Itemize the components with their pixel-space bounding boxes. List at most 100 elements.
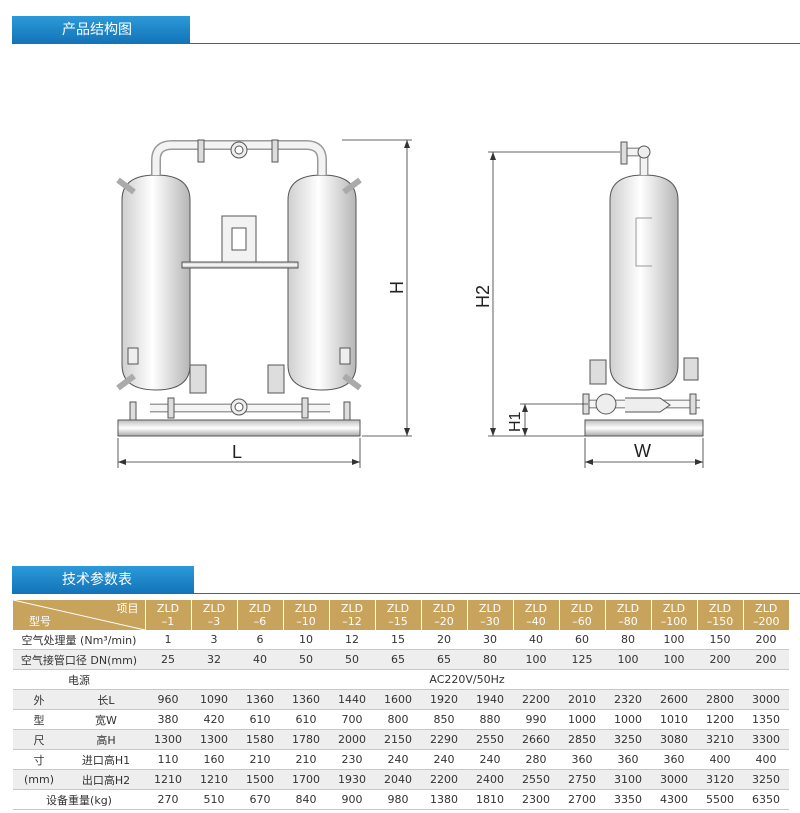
side-view [582,141,704,437]
model-header-cell: ZLD–60 [558,600,605,630]
value-cell: 1500 [237,769,283,790]
value-cell: 5500 [697,789,743,810]
model-header-cell: ZLD–15 [374,600,421,630]
value-cell: 20 [421,630,467,650]
model-number: –1 [161,615,175,628]
value-cell: 3080 [651,729,697,750]
model-series: ZLD [386,602,410,615]
value-cell: 1000 [605,709,651,730]
model-series: ZLD [708,602,732,615]
value-cell: 1810 [467,789,513,810]
value-cell: 3210 [697,729,743,750]
value-cell: 270 [145,789,191,810]
model-header-cell: ZLD–100 [650,600,697,630]
value-cell: 150 [697,630,743,650]
value-cell: 50 [283,649,329,670]
value-cell: 1090 [191,689,237,710]
model-number: –30 [480,615,500,628]
value-cell: 2290 [421,729,467,750]
row-label: 出口高H2 [57,769,145,790]
dimension-label-L: L [232,442,242,462]
row-label: 长L [57,689,145,710]
value-cell: 1930 [329,769,375,790]
model-header-cell: ZLD–20 [420,600,467,630]
value-cell: 100 [651,649,697,670]
value-cell: 30 [467,630,513,650]
value-cell: 40 [237,649,283,670]
value-cell: 2040 [375,769,421,790]
value-cell: 6350 [743,789,789,810]
model-header-cell: ZLD–150 [696,600,743,630]
dimension-label-W: W [634,441,651,461]
value-cell: 880 [467,709,513,730]
value-cell: 360 [651,749,697,770]
dimension-side-label: 型 [13,709,57,730]
value-cell: 2550 [467,729,513,750]
value-cell: 200 [743,630,789,650]
value-cell: 3100 [605,769,651,790]
value-cell: 1580 [237,729,283,750]
product-structure-drawing: L H H2 H1 W [116,139,704,468]
value-cell: 700 [329,709,375,730]
model-header-cell: ZLD–12 [328,600,375,630]
value-cell: 840 [283,789,329,810]
value-cell: 50 [329,649,375,670]
value-cell: 1000 [559,709,605,730]
value-cell: 670 [237,789,283,810]
value-cell: 3000 [743,689,789,710]
value-cell: AC220V/50Hz [145,669,789,690]
value-cell: 1600 [375,689,421,710]
model-series: ZLD [340,602,364,615]
value-cell: 400 [743,749,789,770]
model-series: ZLD [248,602,272,615]
value-cell: 1380 [421,789,467,810]
value-cell: 200 [743,649,789,670]
value-cell: 200 [697,649,743,670]
value-cell: 900 [329,789,375,810]
model-header-cell: ZLD–3 [190,600,237,630]
value-cell: 65 [421,649,467,670]
value-cell: 160 [191,749,237,770]
value-cell: 1010 [651,709,697,730]
dimension-label-H: H [387,281,407,294]
value-cell: 100 [651,630,697,650]
value-cell: 2150 [375,729,421,750]
model-number: –20 [434,615,454,628]
value-cell: 240 [375,749,421,770]
dimension-side-label: 外 [13,689,57,710]
row-label: 进口高H1 [57,749,145,770]
dimension-side-label: 寸 [13,749,57,770]
value-cell: 60 [559,630,605,650]
model-series: ZLD [202,602,226,615]
dimension-side-label: (mm) [13,769,57,790]
row-label: 设备重量(kg) [13,789,145,810]
value-cell: 240 [421,749,467,770]
value-cell: 6 [237,630,283,650]
value-cell: 2850 [559,729,605,750]
model-series: ZLD [294,602,318,615]
value-cell: 420 [191,709,237,730]
value-cell: 80 [467,649,513,670]
value-cell: 2550 [513,769,559,790]
value-cell: 280 [513,749,559,770]
value-cell: 1350 [743,709,789,730]
value-cell: 100 [513,649,559,670]
value-cell: 1 [145,630,191,650]
value-cell: 2300 [513,789,559,810]
value-cell: 400 [697,749,743,770]
row-label: 宽W [57,709,145,730]
value-cell: 960 [145,689,191,710]
side-base [584,419,704,437]
model-header-cell: ZLD–40 [512,600,559,630]
value-cell: 1920 [421,689,467,710]
value-cell: 3000 [651,769,697,790]
row-label: 空气处理量 (Nm³/min) [13,630,145,650]
value-cell: 2000 [329,729,375,750]
value-cell: 2200 [421,769,467,790]
row-label: 电源 [13,669,145,690]
value-cell: 3 [191,630,237,650]
value-cell: 1200 [697,709,743,730]
value-cell: 3250 [605,729,651,750]
value-cell: 4300 [651,789,697,810]
value-cell: 610 [237,709,283,730]
